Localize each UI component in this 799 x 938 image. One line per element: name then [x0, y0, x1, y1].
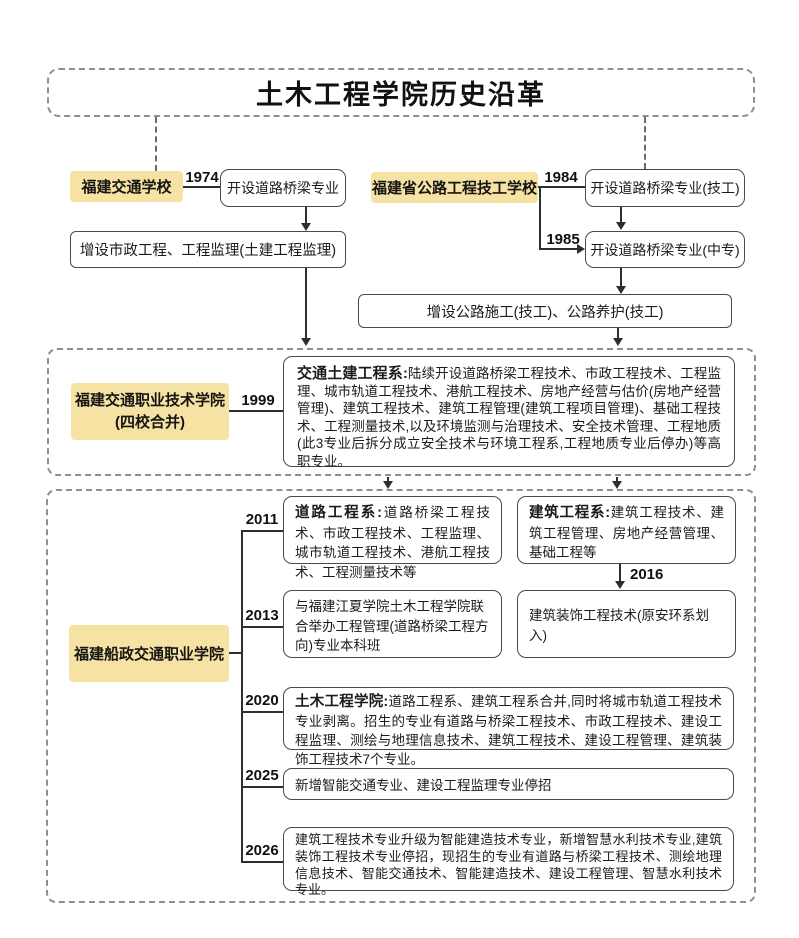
school-fujian-jiaotong: 福建交通学校	[70, 171, 183, 202]
container-chuanzheng-era	[46, 489, 756, 903]
connector-line	[241, 626, 283, 628]
box-2025-new-majors: 新增智能交通专业、建设工程监理专业停招	[283, 768, 734, 800]
connector-line	[241, 786, 283, 788]
connector-line	[241, 530, 283, 532]
year-text: 1985	[546, 231, 580, 248]
dept-name: 道路工程系:	[295, 505, 382, 521]
box-text: 开设道路桥梁专业(技工)	[590, 180, 740, 196]
year-label-2026: 2026	[241, 842, 283, 859]
arrow-down-icon	[301, 223, 311, 231]
year-text: 2025	[245, 767, 279, 784]
box-text: 建筑装饰工程技术(原安环系划入)	[529, 608, 709, 643]
box-2020-merge: 土木工程学院:道路工程系、建筑工程系合并,同时将城市轨道工程技术专业剥离。招生的…	[283, 687, 734, 767]
box-2013-joint-bachelor-program: 与福建江夏学院土木工程学院联合举办工程管理(道路桥梁工程方向)专业本科班	[283, 590, 502, 658]
year-text: 1974	[185, 169, 219, 186]
box-1984-road-bridge-jigong: 开设道路桥梁专业(技工)	[585, 169, 745, 207]
box-text: 开设道路桥梁专业	[227, 180, 339, 196]
arrow-down-icon	[612, 481, 622, 489]
timeline-spine	[241, 530, 243, 863]
school-chuanzheng: 福建船政交通职业学院	[69, 625, 229, 682]
school-label-line2: (四校合并)	[114, 413, 185, 431]
connector-line	[620, 207, 622, 223]
year-label-2025: 2025	[241, 767, 283, 784]
box-text: 增设市政工程、工程监理(土建工程监理)	[79, 243, 337, 259]
connector-line	[241, 861, 283, 863]
connector-line	[387, 477, 389, 482]
connector-line	[229, 652, 241, 654]
box-text: 与福建江夏学院土木工程学院联合举办工程管理(道路桥梁工程方向)专业本科班	[295, 599, 489, 653]
dept-name: 交通土建工程系:	[297, 365, 408, 382]
connector-line	[183, 186, 220, 188]
box-1999-dept-description: 交通土建工程系:陆续开设道路桥梁工程技术、市政工程技术、工程监理、城市轨道工程技…	[283, 356, 735, 469]
box-1985-road-bridge-zhongzhuan: 开设道路桥梁专业(中专)	[585, 231, 745, 268]
year-text: 2011	[245, 511, 279, 528]
arrow-right-icon	[577, 244, 585, 254]
connector-line	[305, 268, 307, 339]
box-2026-upgrades: 建筑工程技术专业升级为智能建造技术专业，新增智慧水利技术专业,建筑装饰工程技术专…	[283, 827, 734, 897]
box-road-engineering-dept: 道路工程系:道路桥梁工程技术、市政工程技术、工程监理、城市轨道工程技术、港航工程…	[283, 496, 502, 580]
year-text: 1999	[241, 392, 275, 409]
box-municipal-supervision: 增设市政工程、工程监理(土建工程监理)	[70, 231, 346, 268]
year-label-2011: 2011	[241, 511, 283, 528]
year-label-1974: 1974	[182, 169, 222, 186]
connector-line	[616, 477, 618, 482]
year-text: 1984	[544, 169, 578, 186]
school-label: 福建船政交通职业学院	[73, 646, 224, 663]
box-text: 建筑工程技术专业升级为智能建造技术专业，新增智慧水利技术专业,建筑装饰工程技术专…	[295, 832, 722, 898]
year-text: 2020	[245, 692, 279, 709]
dept-name: 土木工程学院:	[295, 694, 389, 710]
dept-body: 陆续开设道路桥梁工程技术、市政工程技术、工程监理、城市轨道工程技术、港航工程技术…	[297, 366, 721, 469]
year-text: 2013	[245, 607, 279, 624]
connector-line	[539, 248, 577, 250]
connector-line	[241, 711, 283, 713]
arrow-down-icon	[616, 286, 626, 294]
school-jiaotong-zhiye: 福建交通职业技术学院 (四校合并)	[71, 383, 229, 440]
box-text: 新增智能交通专业、建设工程监理专业停招	[295, 778, 552, 793]
box-1974-road-bridge-major: 开设道路桥梁专业	[220, 169, 346, 207]
dept-body: 建筑工程技术、建筑工程管理、房地产经营管理、基础工程等	[529, 505, 724, 560]
year-label-2013: 2013	[241, 607, 283, 624]
box-text: 开设道路桥梁专业(中专)	[590, 241, 740, 258]
year-text: 2016	[630, 566, 664, 583]
box-text: 增设公路施工(技工)、公路养护(技工)	[426, 304, 664, 321]
year-label-1984: 1984	[541, 169, 581, 186]
page-title: 土木工程学院历史沿革	[256, 80, 546, 110]
school-label: 福建交通学校	[81, 179, 172, 196]
box-highway-construction-maintenance: 增设公路施工(技工)、公路养护(技工)	[358, 294, 732, 328]
school-gonglu-tech: 福建省公路工程技工学校	[371, 172, 538, 203]
container-1999-era	[47, 348, 756, 476]
title-container: 土木工程学院历史沿革	[47, 68, 755, 117]
connector-line	[305, 207, 307, 224]
connector-line	[539, 186, 541, 250]
year-label-1985: 1985	[543, 231, 583, 248]
connector-line	[229, 410, 283, 412]
box-text: 道路工程系、建筑工程系合并,同时将城市轨道工程技术专业剥离。招生的专业有道路与桥…	[295, 694, 723, 767]
connector-line	[617, 328, 619, 339]
title-drop-line-left	[155, 117, 157, 171]
year-label-2016: 2016	[630, 566, 674, 583]
arrow-down-icon	[615, 581, 625, 589]
arrow-down-icon	[616, 222, 626, 230]
connector-line	[619, 564, 621, 582]
year-label-1999: 1999	[236, 392, 280, 409]
title-drop-line-right	[644, 117, 646, 169]
dept-name: 建筑工程系:	[529, 505, 611, 521]
year-label-2020: 2020	[241, 692, 283, 709]
box-architecture-dept: 建筑工程系:建筑工程技术、建筑工程管理、房地产经营管理、基础工程等	[517, 496, 736, 564]
school-label-line1: 福建交通职业技术学院	[74, 391, 225, 409]
box-2016-decoration-tech: 建筑装饰工程技术(原安环系划入)	[517, 590, 736, 658]
connector-line	[538, 186, 585, 188]
connector-line	[620, 268, 622, 287]
year-text: 2026	[245, 842, 279, 859]
arrow-down-icon	[383, 481, 393, 489]
dept-body: 道路桥梁工程技术、市政工程技术、工程监理、城市轨道工程技术、港航工程技术、工程测…	[295, 505, 490, 580]
arrow-down-icon	[613, 338, 623, 346]
arrow-down-icon	[301, 338, 311, 346]
school-label: 福建省公路工程技工学校	[371, 180, 537, 197]
